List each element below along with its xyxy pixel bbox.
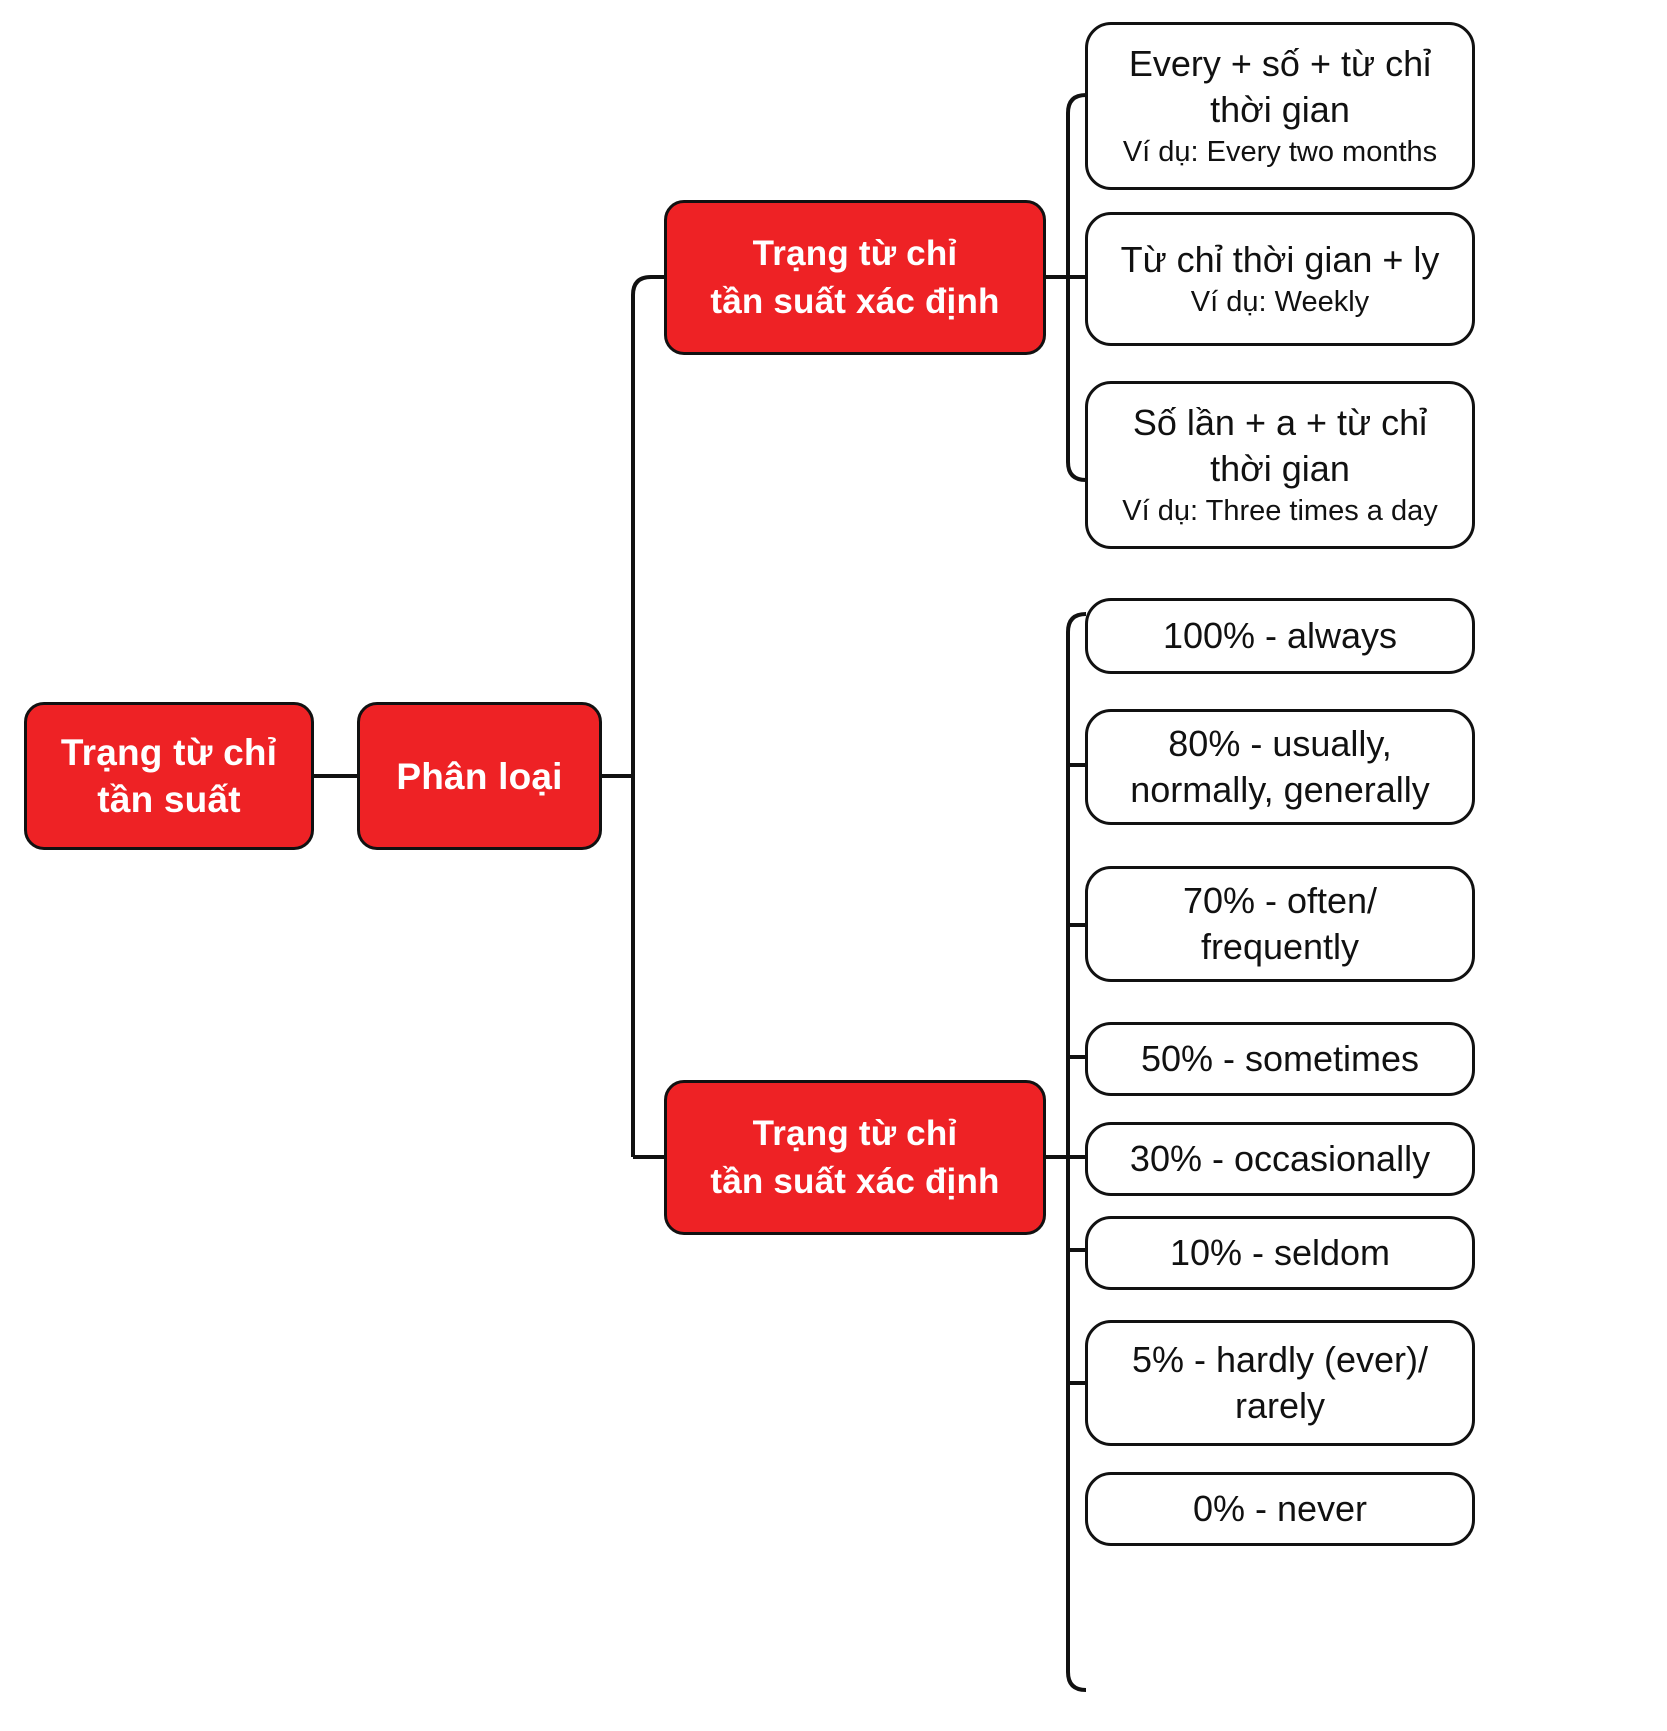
root-line-1: Trạng từ chỉ xyxy=(60,732,278,773)
leaf-line-1: Từ chỉ thời gian + ly xyxy=(1120,238,1440,280)
leaf-line-2: rarely xyxy=(1234,1385,1326,1426)
branch-2-line-1: Trạng từ chỉ xyxy=(752,1113,958,1153)
leaf-sometimes-50[interactable]: 50% - sometimes xyxy=(1085,1022,1475,1096)
leaf-line-2: thời gian xyxy=(1210,447,1350,489)
leaf-line-1: 0% - never xyxy=(1192,1488,1368,1529)
leaf-text-block: 0% - never xyxy=(1179,1486,1381,1532)
root-node[interactable]: Trạng từ chỉ tần suất xyxy=(24,702,314,850)
category-label: Phân loại xyxy=(396,755,563,797)
leaf-line-2: thời gian xyxy=(1210,88,1350,130)
leaf-text-block: 100% - always xyxy=(1149,613,1411,659)
leaf-text-block: 70% - often/ frequently xyxy=(1169,878,1391,970)
leaf-seldom-10[interactable]: 10% - seldom xyxy=(1085,1216,1475,1290)
leaf-example: Ví dụ: Three times a day xyxy=(1122,494,1438,527)
leaf-usually-80[interactable]: 80% - usually, normally, generally xyxy=(1085,709,1475,825)
leaf-text-block: 5% - hardly (ever)/ rarely xyxy=(1118,1337,1442,1429)
leaf-line-2: frequently xyxy=(1200,926,1360,967)
leaf-never-0[interactable]: 0% - never xyxy=(1085,1472,1475,1546)
leaf-line-1: Every + số + từ chỉ xyxy=(1128,42,1432,84)
branch-2-line-2: tần suất xác định xyxy=(710,1161,1000,1201)
branch-1-line-2: tần suất xác định xyxy=(710,281,1000,321)
branch-node-definite[interactable]: Trạng từ chỉ tần suất xác định xyxy=(664,200,1046,355)
leaf-hardly-rarely-5[interactable]: 5% - hardly (ever)/ rarely xyxy=(1085,1320,1475,1446)
branch-1-line-1: Trạng từ chỉ xyxy=(752,233,958,273)
leaf-occasionally-30[interactable]: 30% - occasionally xyxy=(1085,1122,1475,1196)
leaf-example: Ví dụ: Every two months xyxy=(1122,135,1438,168)
leaf-every-number-time[interactable]: Every + số + từ chỉ thời gian Ví dụ: Eve… xyxy=(1085,22,1475,190)
leaf-text-block: Từ chỉ thời gian + ly Ví dụ: Weekly xyxy=(1107,237,1454,322)
leaf-text-block: 30% - occasionally xyxy=(1116,1136,1444,1182)
leaf-time-word-ly[interactable]: Từ chỉ thời gian + ly Ví dụ: Weekly xyxy=(1085,212,1475,346)
leaf-times-a-time[interactable]: Số lần + a + từ chỉ thời gian Ví dụ: Thr… xyxy=(1085,381,1475,549)
leaf-text-block: Số lần + a + từ chỉ thời gian Ví dụ: Thr… xyxy=(1108,400,1451,531)
leaf-text-block: 50% - sometimes xyxy=(1127,1036,1433,1082)
leaf-line-2: normally, generally xyxy=(1130,769,1430,810)
leaf-line-1: 5% - hardly (ever)/ xyxy=(1131,1339,1429,1380)
leaf-line-1: 100% - always xyxy=(1162,615,1398,656)
leaf-line-1: 80% - usually, xyxy=(1168,723,1392,764)
root-line-2: tần suất xyxy=(97,779,241,820)
leaf-text-block: 10% - seldom xyxy=(1156,1230,1404,1276)
leaf-line-1: 70% - often/ xyxy=(1182,880,1378,921)
leaf-line-1: 30% - occasionally xyxy=(1129,1138,1431,1179)
leaf-often-70[interactable]: 70% - often/ frequently xyxy=(1085,866,1475,982)
leaf-text-block: Every + số + từ chỉ thời gian Ví dụ: Eve… xyxy=(1109,41,1451,172)
category-node[interactable]: Phân loại xyxy=(357,702,602,850)
leaf-text-block: 80% - usually, normally, generally xyxy=(1116,721,1443,813)
leaf-line-1: Số lần + a + từ chỉ xyxy=(1132,401,1428,443)
branch-node-indefinite[interactable]: Trạng từ chỉ tần suất xác định xyxy=(664,1080,1046,1235)
leaf-example: Ví dụ: Weekly xyxy=(1190,285,1370,318)
leaf-always-100[interactable]: 100% - always xyxy=(1085,598,1475,674)
leaf-line-1: 10% - seldom xyxy=(1169,1232,1391,1273)
leaf-line-1: 50% - sometimes xyxy=(1140,1038,1420,1079)
